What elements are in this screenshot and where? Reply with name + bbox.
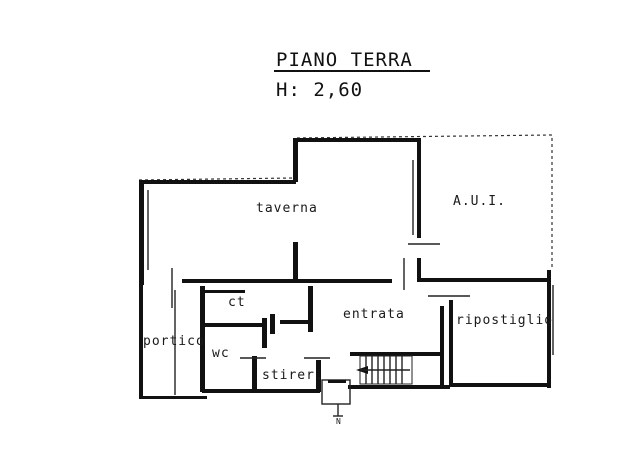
north-label: N: [336, 417, 341, 426]
room-label-ripostiglio: ripostiglio: [456, 313, 553, 328]
interior-walls: [171, 242, 550, 392]
room-label-portico: portico: [143, 334, 205, 349]
boundary-dashed-line: [138, 134, 553, 270]
entrance-doorway: N: [321, 379, 351, 426]
exterior-walls: [139, 138, 554, 399]
room-label-ct: ct: [228, 295, 246, 310]
room-label-stirer: stirer.: [262, 368, 324, 383]
room-label-aui: A.U.I.: [453, 194, 506, 209]
ceiling-height: H: 2,60: [276, 79, 363, 101]
staircase: [356, 355, 413, 385]
room-label-entrata: entrata: [343, 307, 405, 322]
plan-title: PIANO TERRA: [276, 49, 413, 71]
room-label-taverna: taverna: [256, 201, 318, 216]
room-label-wc: wc: [212, 346, 230, 361]
